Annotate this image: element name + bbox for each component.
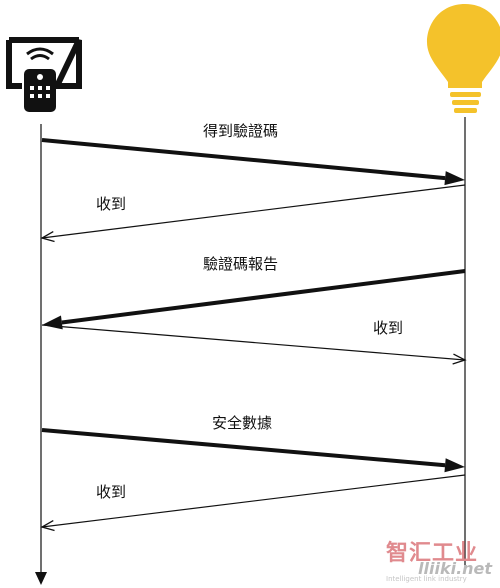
message-arrowhead-6 [40, 520, 55, 532]
message-label-3: 驗證碼報告 [203, 255, 279, 273]
light-bulb-icon [427, 4, 500, 113]
message-arrow-5 [41, 428, 465, 473]
message-arrow-1 [41, 138, 465, 186]
watermark-title: 智汇工业 [386, 541, 479, 566]
message-line-2 [41, 184, 466, 239]
message-line-5 [41, 428, 446, 468]
lifeline-remote [35, 124, 47, 585]
message-arrowhead-1 [444, 171, 465, 186]
message-label-2: 收到 [96, 195, 127, 213]
watermark-tagline: Intelligent link industry [386, 575, 467, 583]
message-label-4: 收到 [373, 319, 404, 337]
message-line-1 [41, 138, 446, 181]
tv-remote-icon [6, 37, 82, 112]
watermark-domain: lliiki.net [418, 559, 493, 578]
message-arrowhead-3 [42, 315, 63, 330]
message-line-3 [61, 269, 466, 325]
message-arrow-2 [40, 184, 466, 243]
message-arrowhead-4 [452, 353, 467, 365]
message-arrowhead-5 [444, 458, 465, 473]
message-arrow-6 [40, 474, 466, 532]
message-line-6 [41, 474, 466, 528]
message-line-4 [41, 324, 466, 361]
watermark: 智汇工业 lliiki.net Intelligent link industr… [378, 535, 496, 585]
message-label-5: 安全數據 [212, 414, 273, 432]
message-label-1: 得到驗證碼 [203, 122, 279, 140]
message-arrowhead-2 [40, 230, 55, 243]
message-arrow-4 [41, 324, 467, 365]
message-label-6: 收到 [96, 483, 127, 501]
